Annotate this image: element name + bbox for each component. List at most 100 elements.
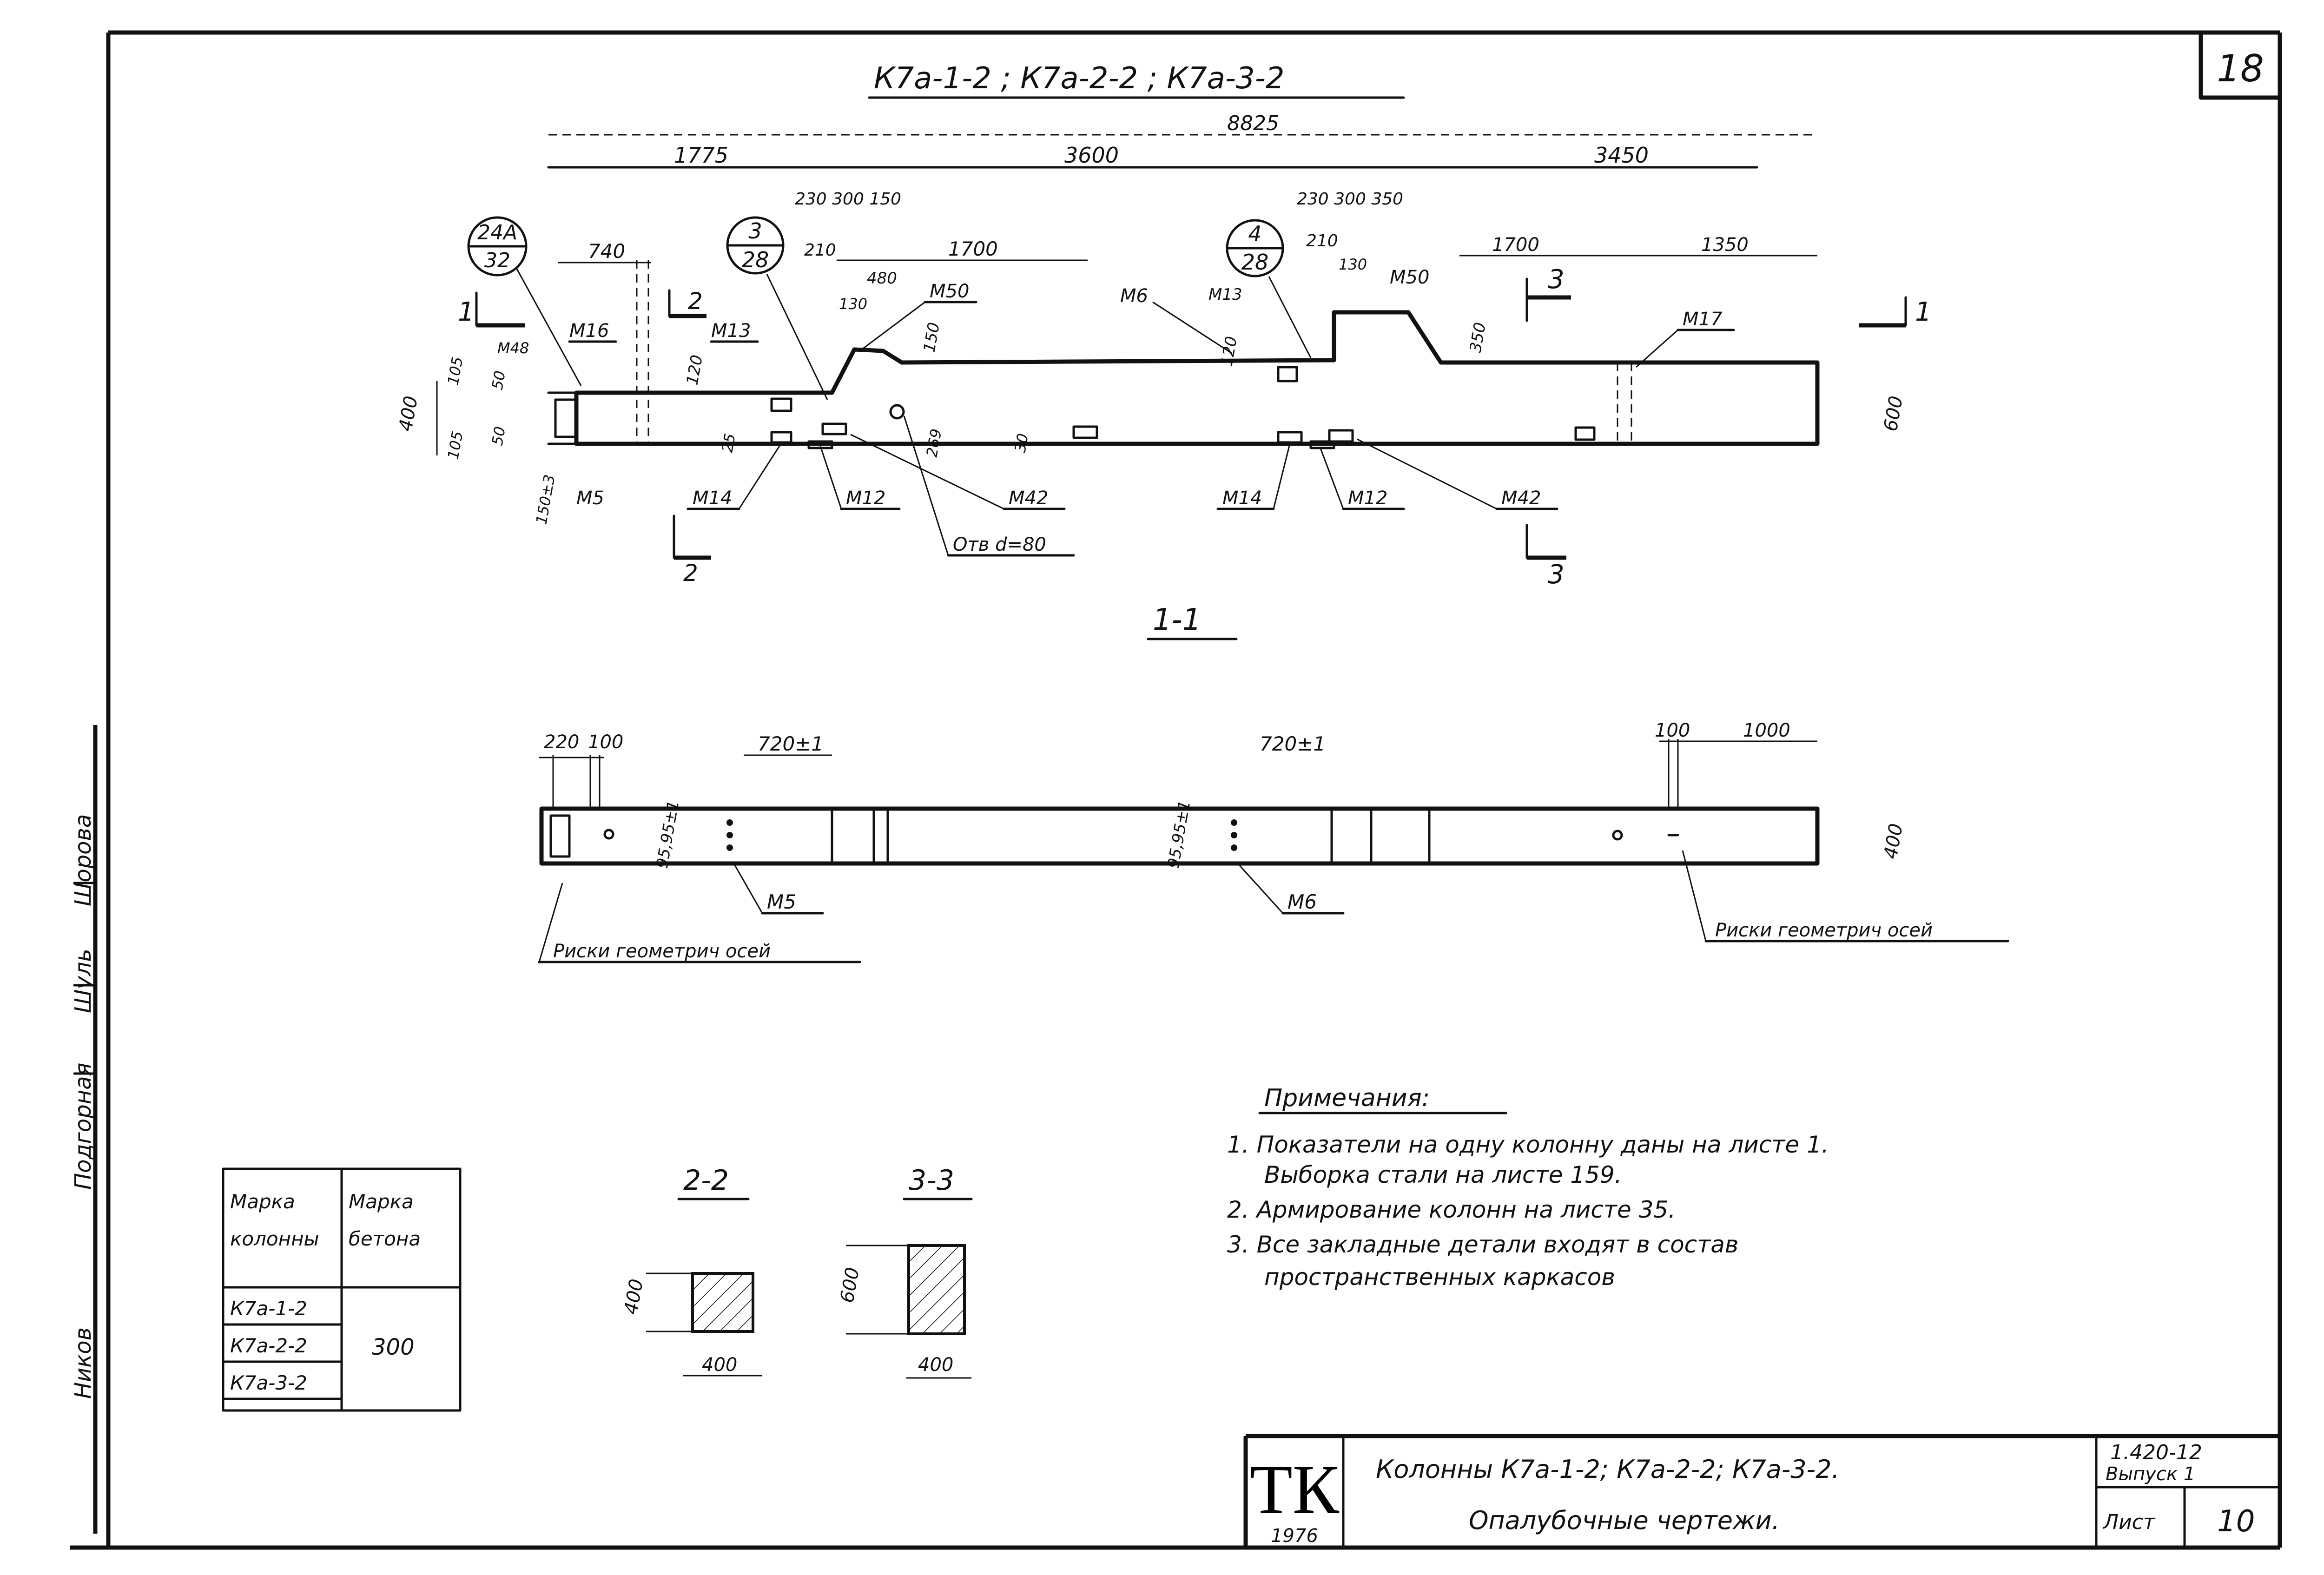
svg-text:1700: 1700 <box>1492 234 1539 256</box>
section-mark-2-bottom: 2 <box>673 514 711 587</box>
svg-text:480: 480 <box>867 269 897 288</box>
svg-text:30: 30 <box>1011 432 1031 454</box>
svg-text:4: 4 <box>1248 221 1261 246</box>
svg-text:400: 400 <box>1880 822 1908 861</box>
note-line-1: 1. Показатели на одну колонну даны на ли… <box>1227 1131 1829 1158</box>
notes-title: Примечания: <box>1264 1084 1430 1112</box>
series-number: 1.420-12 <box>2110 1441 2202 1464</box>
svg-text:1: 1 <box>458 297 475 327</box>
svg-text:210: 210 <box>1306 231 1338 250</box>
table-row-1: К7а-1-2 <box>230 1297 307 1320</box>
note-line-3: 2. Армирование колонн на листе 35. <box>1227 1196 1676 1223</box>
svg-text:100: 100 <box>1655 720 1690 741</box>
title-block: ТК 1976 Колонны К7а-1-2; К7а-2-2; К7а-3-… <box>1243 1434 2281 1549</box>
svg-text:220: 220 <box>544 731 579 753</box>
elevation-view: 8825 1775 3600 3450 24А 32 <box>395 112 1932 590</box>
left-margin: Подгорная Шуль Шорова Ников <box>70 814 97 1399</box>
label-m17: М17 <box>1683 309 1723 330</box>
note-line-2: Выборка стали на листе 159. <box>1264 1161 1622 1188</box>
svg-text:400: 400 <box>395 395 423 433</box>
label-m6-top: М6 <box>1120 285 1148 307</box>
callout-24a: 24А 32 <box>467 216 528 277</box>
label-m50-left: М50 <box>930 281 969 302</box>
svg-text:230 300 350: 230 300 350 <box>1297 190 1403 209</box>
svg-text:28: 28 <box>742 247 769 272</box>
svg-text:720±1: 720±1 <box>758 732 824 755</box>
svg-text:150: 150 <box>920 321 944 354</box>
section-2-2-title: 2-2 <box>683 1164 729 1197</box>
dim-overall: 8825 <box>1227 112 1279 135</box>
svg-text:3: 3 <box>748 218 762 244</box>
section-mark-1-right: 1 <box>1859 296 1932 328</box>
label-m48: М48 <box>497 339 529 357</box>
svg-text:50: 50 <box>488 369 508 391</box>
svg-text:28: 28 <box>1241 250 1269 275</box>
label-m14-left: М14 <box>693 488 732 509</box>
label-m13-left: М13 <box>711 320 751 342</box>
svg-text:3: 3 <box>1548 560 1565 590</box>
label-m6-section: М6 <box>1287 890 1317 913</box>
margin-label-2: Шуль <box>70 949 96 1013</box>
dim-seg-2: 3600 <box>1064 143 1119 168</box>
org-mark: ТК <box>1250 1451 1340 1528</box>
svg-text:25: 25 <box>718 432 739 454</box>
svg-text:120: 120 <box>683 354 706 387</box>
table-row-2: К7а-2-2 <box>230 1334 307 1357</box>
label-m50-right: М50 <box>1390 267 1429 288</box>
title-line-1: Колонны К7а-1-2; К7а-2-2; К7а-3-2. <box>1376 1455 1840 1484</box>
svg-text:230 300 150: 230 300 150 <box>795 190 901 209</box>
svg-text:600: 600 <box>1880 395 1908 433</box>
axis-note-right: Риски геометрич осей <box>1715 920 1933 941</box>
svg-text:600: 600 <box>837 1266 864 1305</box>
svg-text:740: 740 <box>588 240 625 263</box>
svg-text:24А: 24А <box>477 221 517 244</box>
section-mark-1-left: 1 <box>458 291 525 328</box>
main-title: К7а-1-2 ; К7а-2-2 ; К7а-3-2 <box>874 61 1285 96</box>
svg-text:350: 350 <box>1466 321 1490 354</box>
label-m5: М5 <box>576 488 604 509</box>
svg-text:150±3: 150±3 <box>532 473 558 526</box>
svg-text:1700: 1700 <box>948 237 998 260</box>
label-hole-d80: Отв d=80 <box>953 534 1046 555</box>
svg-text:400: 400 <box>702 1354 737 1376</box>
svg-text:400: 400 <box>918 1354 953 1376</box>
table-row-3: К7а-3-2 <box>230 1371 307 1394</box>
margin-label-1: Подгорная <box>70 1063 96 1190</box>
section-3-3: 3-3 600 400 <box>837 1164 973 1379</box>
table-concrete-grade: 300 <box>372 1334 415 1360</box>
svg-text:32: 32 <box>484 249 510 272</box>
sheet-number: 10 <box>2217 1504 2255 1539</box>
section-2-2: 2-2 400 400 <box>621 1164 762 1377</box>
section-mark-2-top: 2 <box>668 288 706 318</box>
svg-text:130: 130 <box>1339 256 1367 273</box>
sheet-corner-number: 18 <box>2217 47 2264 90</box>
note-line-5: пространственных каркасов <box>1264 1264 1615 1291</box>
label-m16: М16 <box>569 320 609 342</box>
svg-text:2: 2 <box>688 288 703 315</box>
svg-text:3: 3 <box>1548 264 1565 295</box>
margin-label-3: Шорова <box>70 814 96 906</box>
label-m42-left: М42 <box>1009 488 1048 509</box>
svg-text:720±1: 720±1 <box>1260 732 1326 755</box>
label-m42-right: М42 <box>1501 488 1541 509</box>
label-m12-left: М12 <box>846 488 885 509</box>
svg-text:130: 130 <box>839 295 867 313</box>
org-year: 1976 <box>1271 1525 1318 1547</box>
dim-seg-3: 3450 <box>1594 143 1649 168</box>
section-mark-3-top: 3 <box>1525 264 1571 322</box>
svg-text:2: 2 <box>683 560 698 587</box>
note-line-4: 3. Все закладные детали входят в состав <box>1227 1231 1738 1258</box>
svg-text:50: 50 <box>488 425 508 447</box>
label-m13-right: М13 <box>1208 285 1242 304</box>
sheet-label: Лист <box>2102 1510 2156 1534</box>
svg-text:269: 269 <box>923 428 945 459</box>
svg-text:1350: 1350 <box>1701 234 1749 256</box>
title-line-2: Опалубочные чертежи. <box>1469 1506 1780 1535</box>
issue-number: Выпуск 1 <box>2106 1463 2195 1485</box>
label-m12-right: М12 <box>1348 488 1387 509</box>
label-m14-right: М14 <box>1222 488 1262 509</box>
